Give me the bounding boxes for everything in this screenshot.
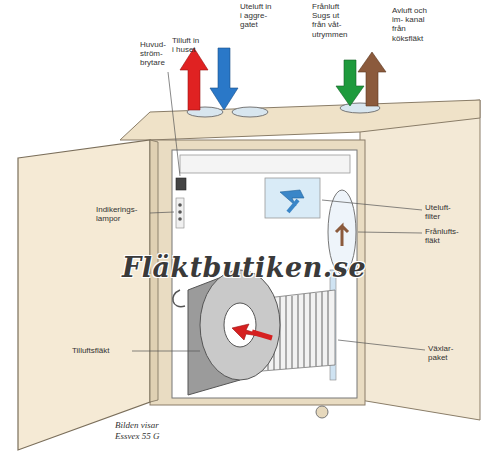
supply-air-label: Tilluft in i huset (172, 36, 202, 54)
supply-fan-label: Tilluftsfläkt (72, 346, 132, 355)
lamps-label: Indikerings- lampor (96, 205, 148, 223)
extract-air-label: Frånluft Sugs ut från våt- utrymmen (312, 2, 352, 39)
extract-fan-label: Frånlufts- fläkt (425, 227, 471, 245)
figure-caption: Bilden visar Essvex 55 G (115, 420, 175, 442)
watermark: Fläktbutiken.se (122, 252, 366, 283)
switch-label: Huvud- ström- brytare (140, 40, 176, 68)
filter-label: Uteluft- filter (425, 203, 465, 221)
exchanger-label: Växlar- paket (428, 344, 468, 362)
outdoor-air-label: Uteluft in i aggre- gatet (240, 2, 274, 30)
exhaust-air-label: Avluft och im- kanal från köksfläkt (392, 6, 438, 43)
